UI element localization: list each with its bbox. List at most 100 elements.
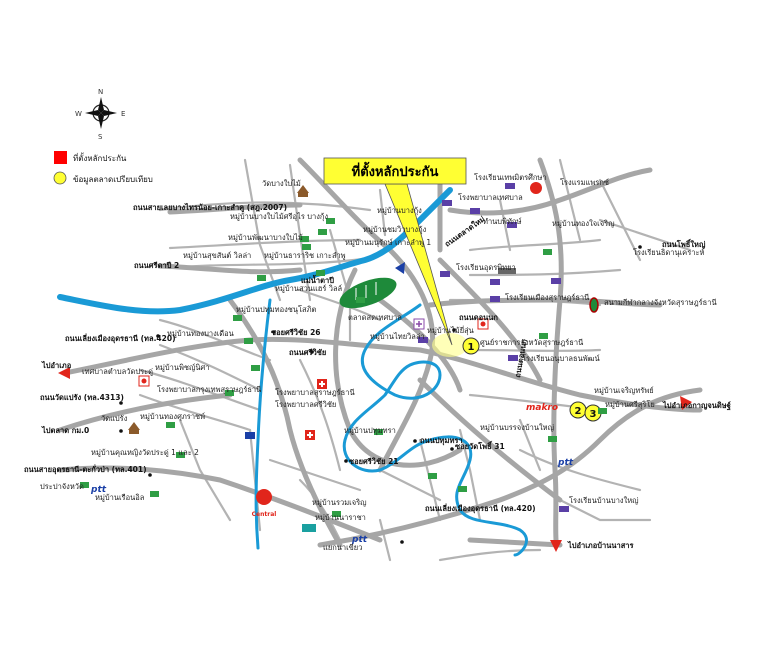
arrow-south-icon [550, 540, 562, 552]
place-label: โรงเรียนเทพมิตรศึกษา [474, 173, 547, 182]
place-label: หมู่บ้านศรีสุริโย [605, 400, 655, 409]
secondary-roads [138, 158, 692, 562]
central-logo-text: Central [252, 511, 277, 518]
gas-station-icon [530, 182, 542, 194]
bank-icon [245, 432, 255, 439]
place-label: หมู่บ้านทองศุภราชพ์ [140, 412, 205, 421]
rivers [57, 187, 528, 557]
place-label: ทำนบพิทักษ์ [483, 217, 522, 226]
park-area [339, 277, 397, 309]
place-label: ประปาจังหวัด [40, 482, 84, 491]
bridge-icon [498, 268, 516, 274]
road-label: ถนนปทุมทรา [420, 436, 463, 445]
place-label: โรงเรียนธิดานุเคราะห์ [633, 248, 704, 257]
road-label: ถนนสายเลยบางไทรน้อย-เกาะสำคู (สฎ.2007) [133, 202, 287, 213]
place-label: หมู่บ้านชมวิวบางกุ้ง [363, 225, 427, 234]
direction-arrows [58, 367, 692, 552]
road-label: ถนนตลาดใหม่ [443, 214, 487, 248]
place-label: โรงพยาบาลกรุงเทพสุราษฎร์ธานี [157, 385, 261, 394]
place-label: ตลาดสดเทศบาล [348, 313, 402, 322]
place-label: หมู่บ้านธาราริช เกาะลำพู [264, 251, 346, 260]
place-label: สนามกีฬากลางจังหวัดสุราษฎร์ธานี [604, 298, 717, 307]
place-label: หมู่บ้านคุณหญิงวัดประดู่ 1 และ 2 [91, 448, 199, 457]
place-label: โรงเรียนบ้านบางใหญ่ [569, 496, 639, 505]
ptt-logo-east: ptt [557, 458, 574, 468]
road-label: ถนนศรีวิชัย [289, 348, 326, 357]
legend-collateral-swatch [54, 151, 67, 164]
road-label: ถนนโพธิ์ใหญ่ [662, 238, 706, 249]
junction-dots [119, 245, 642, 544]
legend-comparable-label: ข้อมูลตลาดเปรียบเทียบ [73, 175, 153, 185]
road-label: แม่น้ำตาปี [301, 274, 334, 285]
place-label: โรงเรียนอนุบาลธนพัฒน์ [522, 354, 600, 363]
place-label: หมู่บ้านบางใบไม้ศรีอุไร บางกุ้ง [230, 212, 328, 221]
place-label: หมู่บ้านทองบางเดือน [167, 329, 234, 338]
ptt-logo-west: ptt [90, 485, 107, 495]
compass-rose: N S W E [75, 88, 125, 141]
place-label: หมู่บ้านทองใจเจริญ [552, 219, 615, 228]
road-label: ถนนวัดแปรัง (ทล.4313) [40, 393, 124, 402]
place-label: หมู่บ้านไทยวิลล่า [370, 332, 425, 341]
ptt-logo-south: ptt [351, 535, 368, 545]
place-label: เทศบาลตำบลวัดประดู่ [82, 367, 153, 376]
place-label: หมู่บ้านรวมเจริญ [312, 498, 367, 507]
tapi-river-lower-loop [342, 303, 528, 557]
place-label: หมู่บ้านสวนแฮร์ วิลล์ [275, 284, 342, 293]
road-label: ซอยวัดโพธิ์ 31 [455, 440, 505, 451]
road-label: ไปอำเภอกาญจนดิษฐ์ [662, 400, 731, 411]
store-icon [302, 524, 316, 532]
temple-icons [128, 185, 309, 434]
place-label: โรงพยาบาลศรีวิชัย [275, 400, 336, 409]
compass-south-label: S [98, 133, 103, 141]
place-label: หมู่บ้านไม้ยี่สุ่น [427, 325, 474, 335]
compass-north-label: N [98, 88, 103, 96]
place-label: โรงพยาบาลสุราษฎร์ธานี [275, 388, 355, 397]
road-label: ไปอำเภอ [41, 360, 71, 370]
collateral-area [432, 333, 468, 357]
place-label: โรงเรียนเมืองสุราษฎร์ธานี [505, 293, 589, 302]
svg-text:3: 3 [590, 409, 597, 420]
place-label: หมู่บ้านมนุรักษ์ เกาะลำพู 1 [345, 238, 431, 247]
makro-logo: makro [526, 403, 558, 413]
svg-text:1: 1 [468, 342, 475, 353]
place-label: โรงแรมแพรกซ์ [560, 178, 609, 187]
central-logo-icon [256, 489, 272, 505]
tapi-river-main [57, 187, 453, 315]
compass-east-label: E [121, 110, 125, 118]
road-label: ถนนดอนนก [459, 313, 498, 322]
road-label: ถนนศรีดาปี 2 [134, 261, 179, 270]
callout-title: ที่ตั้งหลักประกัน [352, 161, 439, 180]
svg-text:2: 2 [575, 406, 582, 417]
place-labels: วัดบางใบไม้ หมู่บ้านบางใบไม้ศรีอุไร บางก… [40, 173, 717, 552]
legend-comparable-swatch [53, 171, 67, 185]
road-label: ไปอำเภอบ้านนาสาร [567, 540, 634, 550]
road-label: ซอยศรีวิชัย 21 [349, 457, 399, 466]
village-icons [80, 218, 607, 517]
road-label: ถนนสายอุดรธานี-ตะกั่วป่า (ทล.401) [24, 463, 147, 474]
place-label: หมู่บ้านพัฒนาบางใบไม้ [228, 233, 303, 242]
place-label: หมู่บ้านปทุมทองชนุโสภิต [236, 305, 317, 314]
collateral-callout: ที่ตั้งหลักประกัน [323, 157, 467, 346]
arrow-west-icon [58, 367, 70, 379]
road-label: ซอยศรีวิชัย 26 [271, 328, 321, 337]
place-label: โรงเรียนอุดรพิทยา [456, 263, 516, 272]
place-label: หมู่บ้านสุขสันต์ วิลล่า [183, 251, 251, 260]
stadium-icon [589, 297, 599, 313]
place-label: ศูนย์ราชการจังหวัดสุราษฎร์ธานี [480, 338, 583, 347]
hospital-icons [138, 318, 489, 440]
marker-1: 1 [462, 337, 480, 355]
legend: ที่ตั้งหลักประกัน ข้อมูลตลาดเปรียบเทียบ [53, 151, 153, 185]
place-label: หมู่บ้านเจริญทรัพย์ [594, 386, 654, 395]
road-label: ถนนเลี่ยงเมืองอุดรธานี (ทล.420) [65, 332, 176, 343]
place-label: หมู่บ้านบางกุ้ง [377, 206, 422, 215]
marker-2: 2 [569, 401, 587, 419]
place-label: หมู่บ้านบรรจงบ้านใหญ่ [480, 423, 554, 432]
place-label: หมู่บ้านเรือนอิล [95, 493, 144, 502]
school-flag-icons [418, 183, 569, 512]
place-label: แยกนาเขียว [323, 543, 362, 552]
place-label: โรงพยาบาลเทศบาล [458, 193, 523, 202]
arrow-east-icon [680, 396, 692, 410]
road-labels: ถนนสายเลยบางไทรน้อย-เกาะสำคู (สฎ.2007) ถ… [24, 202, 731, 550]
road-label: ถนนเลี่ยงเมืองอุดรธานี (ทล.420) [425, 502, 536, 513]
